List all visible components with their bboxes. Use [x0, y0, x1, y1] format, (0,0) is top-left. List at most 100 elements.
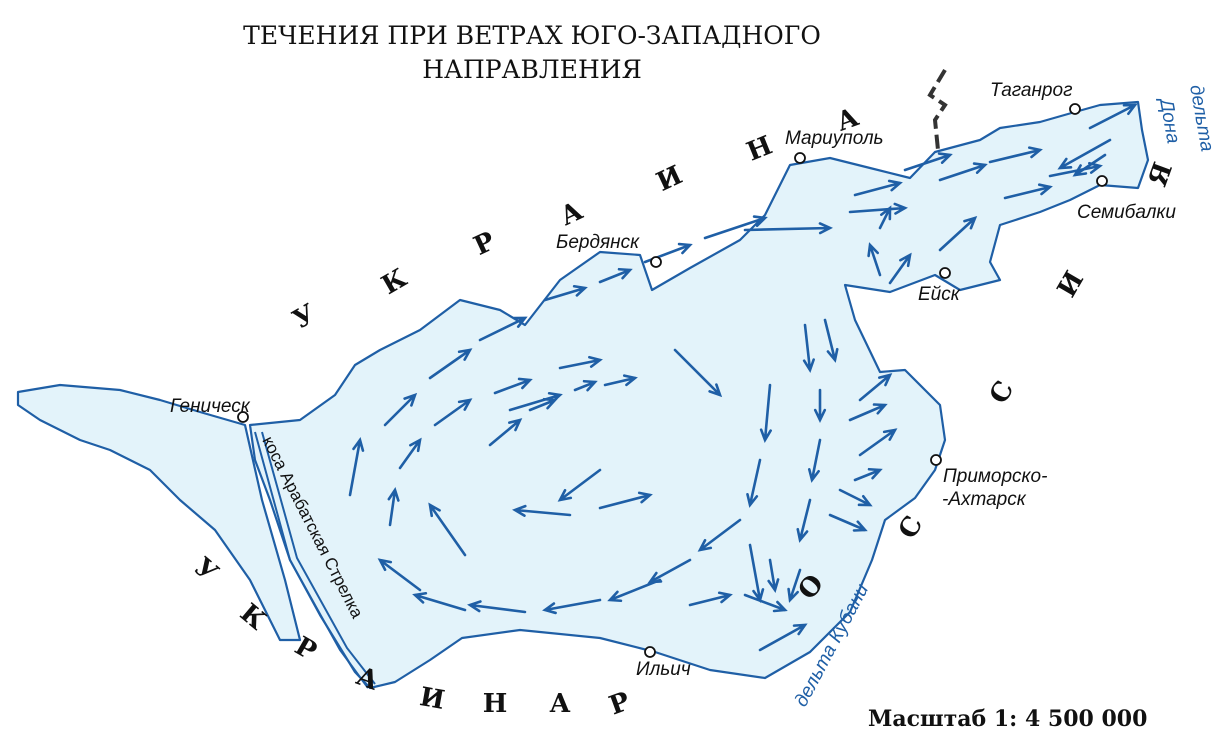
current-arrow-icon: [823, 318, 839, 363]
current-arrow-icon: [488, 418, 523, 447]
current-arrow-icon: [813, 388, 827, 423]
city-dot: [644, 646, 656, 658]
current-arrow-icon: [903, 152, 953, 172]
country-letter: А: [556, 196, 588, 232]
current-arrow-icon: [1088, 103, 1138, 130]
current-arrow-icon: [858, 428, 898, 457]
current-arrow-icon: [348, 437, 365, 497]
current-arrow-icon: [528, 397, 558, 412]
current-arrow-icon: [398, 437, 422, 470]
city-taganrog: Таганрог: [990, 80, 1072, 101]
current-arrow-icon: [512, 504, 572, 517]
current-arrow-icon: [743, 222, 833, 235]
current-arrow-icon: [598, 491, 653, 510]
current-arrow-icon: [412, 591, 467, 612]
current-arrow-icon: [428, 502, 467, 557]
country-letter: С: [984, 376, 1020, 409]
country-letter: Я: [1143, 159, 1179, 191]
country-letter: И: [652, 160, 687, 198]
city-dot: [939, 267, 951, 279]
sivash-lagoon: [16, 383, 302, 642]
current-arrow-icon: [853, 467, 883, 482]
current-arrow-icon: [1057, 138, 1112, 170]
current-arrow-icon: [558, 355, 603, 370]
arabat-spit: [254, 431, 369, 689]
city-dot: [650, 256, 662, 268]
don-delta-label-1: дельта: [1185, 83, 1217, 153]
current-arrow-icon: [673, 348, 723, 398]
current-arrow-icon: [387, 487, 400, 527]
current-arrow-icon: [573, 379, 598, 392]
current-arrow-icon: [557, 468, 602, 502]
current-arrow-icon: [647, 558, 692, 584]
current-arrow-icon: [467, 600, 527, 614]
current-arrow-icon: [848, 202, 908, 215]
current-arrow-icon: [828, 513, 868, 532]
current-arrow-icon: [802, 323, 815, 373]
map-scale: Масштаб 1: 4 500 000: [868, 706, 1147, 732]
current-arrow-icon: [938, 162, 988, 182]
current-arrow-icon: [607, 578, 662, 603]
city-ilyich: Ильич: [636, 659, 691, 680]
country-letter: Р: [469, 226, 499, 261]
city-dot: [794, 152, 806, 164]
current-arrow-icon: [858, 373, 893, 402]
city-primorsko-1: Приморско-: [943, 466, 1047, 487]
current-arrow-icon: [787, 568, 802, 603]
city-genichesk: Геническ: [170, 396, 251, 417]
current-arrow-icon: [938, 215, 978, 252]
current-arrow-icon: [542, 598, 602, 615]
current-arrow-icon: [878, 205, 892, 230]
current-arrow-icon: [746, 458, 762, 508]
current-arrow-icon: [543, 284, 588, 302]
country-letter: Н: [483, 689, 508, 719]
current-arrow-icon: [598, 267, 633, 284]
current-arrow-icon: [888, 252, 912, 285]
currents: [348, 103, 1138, 652]
map-title-line2: НАПРАВЛЕНИЯ: [422, 55, 642, 84]
sea-of-azov: [248, 100, 1150, 690]
current-arrow-icon: [988, 146, 1043, 164]
current-arrow-icon: [848, 403, 888, 422]
country-letter: А: [549, 689, 570, 719]
current-arrow-icon: [478, 316, 528, 342]
country-letter: И: [417, 682, 446, 716]
current-arrow-icon: [428, 348, 473, 380]
current-arrow-icon: [867, 242, 882, 277]
arabat-spit-edge: [261, 431, 376, 685]
border-dashed-line: [927, 68, 948, 151]
don-delta-label-2: Дона: [1155, 95, 1184, 145]
current-arrow-icon: [759, 383, 772, 443]
country-letter: Н: [743, 131, 777, 168]
country-letter: У: [288, 299, 321, 336]
current-arrow-icon: [853, 179, 903, 197]
current-arrow-icon: [743, 593, 788, 613]
city-mariupol: Мариуполь: [785, 128, 884, 149]
current-arrow-icon: [1072, 153, 1107, 177]
current-arrow-icon: [383, 392, 418, 427]
city-dot: [1096, 175, 1108, 187]
current-arrow-icon: [697, 518, 742, 552]
city-semibalki: Семибалки: [1077, 202, 1176, 223]
current-arrow-icon: [703, 215, 768, 240]
current-arrow-icon: [688, 591, 733, 607]
current-arrow-icon: [603, 374, 638, 387]
current-arrow-icon: [838, 488, 873, 507]
current-arrow-icon: [433, 398, 473, 427]
current-arrow-icon: [767, 558, 780, 593]
map-title-line1: ТЕЧЕНИЯ ПРИ ВЕТРАХ ЮГО-ЗАПАДНОГО: [243, 21, 821, 50]
current-arrow-icon: [1003, 183, 1053, 200]
current-arrow-icon: [493, 377, 533, 395]
current-arrow-icon: [807, 438, 822, 483]
city-dot: [930, 454, 942, 466]
country-letter: К: [377, 263, 413, 301]
country-letter: С: [893, 511, 929, 544]
country-letter: У: [188, 552, 223, 589]
city-yeysk: Ейск: [918, 284, 961, 305]
current-arrow-icon: [796, 498, 812, 543]
current-arrow-icon: [758, 623, 808, 652]
city-dot: [1069, 103, 1081, 115]
country-letter: И: [1052, 266, 1090, 302]
city-primorsko-2: -Ахтарск: [942, 489, 1027, 510]
